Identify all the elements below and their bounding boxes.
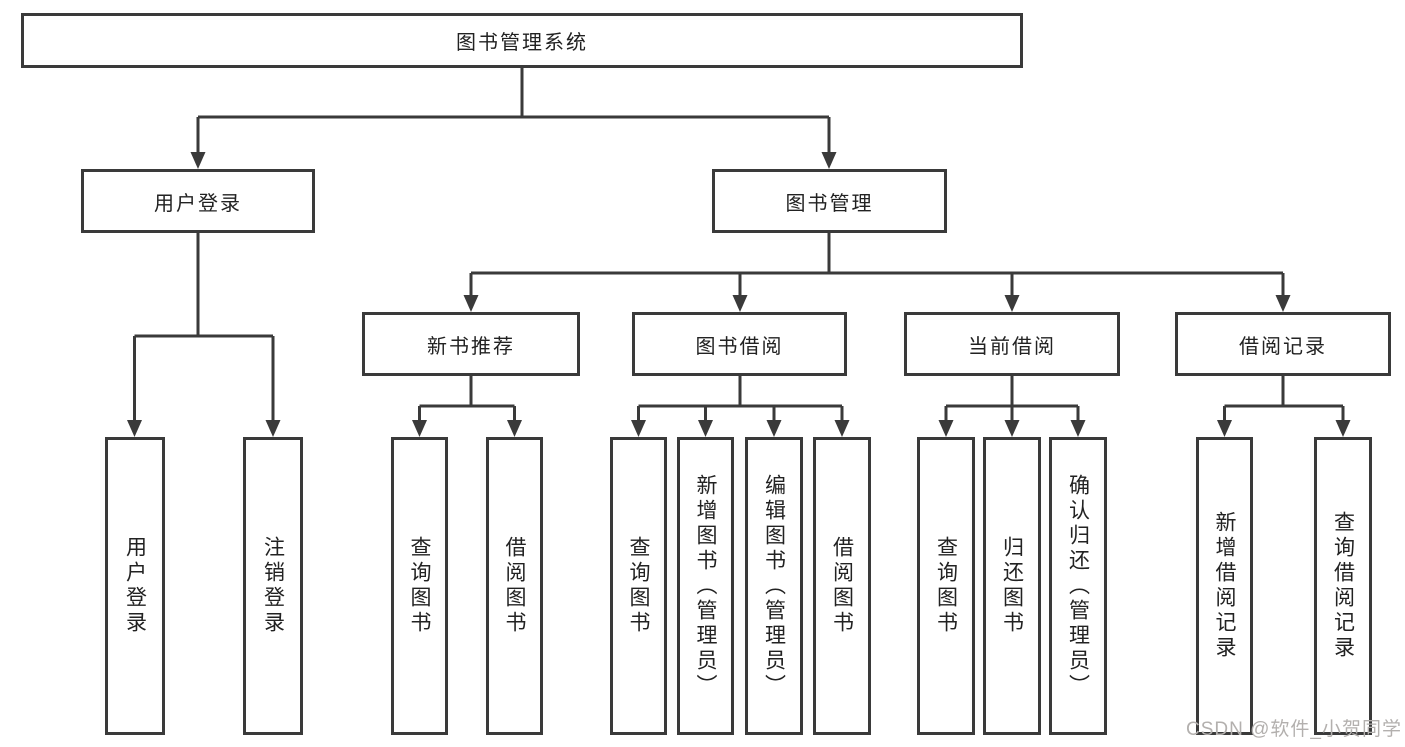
leaf-label: 借阅图书: [830, 536, 854, 636]
leaf-label: 查询图书: [627, 536, 651, 636]
leaf-label: 查询图书: [934, 536, 958, 636]
leaf-user-login: 用户登录: [105, 437, 165, 735]
node-book-management: 图书管理: [712, 169, 947, 233]
node-borrow-records: 借阅记录: [1175, 312, 1391, 376]
leaf-label: 借阅图书: [503, 536, 527, 636]
leaf-label: 注销登录: [261, 536, 285, 636]
leaf-label: 查询借阅记录: [1331, 511, 1355, 661]
leaf-borrow-books: 借阅图书: [813, 437, 871, 735]
leaf-edit-books-admin: 编辑图书（管理员）: [745, 437, 803, 735]
leaf-label: 归还图书: [1000, 536, 1024, 636]
node-new-book-recommend: 新书推荐: [362, 312, 580, 376]
leaf-add-books-admin: 新增图书（管理员）: [677, 437, 734, 735]
leaf-confirm-return-admin: 确认归还（管理员）: [1049, 437, 1107, 735]
leaf-add-borrow-record: 新增借阅记录: [1196, 437, 1253, 735]
leaf-query-borrow-record: 查询借阅记录: [1314, 437, 1372, 735]
node-current-borrow: 当前借阅: [904, 312, 1120, 376]
node-user-login: 用户登录: [81, 169, 315, 233]
node-root: 图书管理系统: [21, 13, 1023, 68]
leaf-label: 查询图书: [408, 536, 432, 636]
leaf-borrow-query-books: 查询图书: [610, 437, 667, 735]
leaf-label: 确认归还（管理员）: [1066, 473, 1090, 699]
leaf-recommend-query-books: 查询图书: [391, 437, 448, 735]
arrowheads: [127, 152, 1351, 437]
csdn-watermark: CSDN @软件_小贺同学: [1186, 719, 1402, 740]
leaf-label: 新增图书（管理员）: [694, 473, 718, 699]
leaf-current-query-books: 查询图书: [917, 437, 975, 735]
leaf-logout: 注销登录: [243, 437, 303, 735]
leaf-label: 用户登录: [123, 536, 147, 636]
leaf-recommend-borrow-books: 借阅图书: [486, 437, 543, 735]
leaf-label: 编辑图书（管理员）: [762, 473, 786, 699]
leaf-label: 新增借阅记录: [1213, 511, 1237, 661]
node-book-borrow: 图书借阅: [632, 312, 847, 376]
leaf-return-books: 归还图书: [983, 437, 1041, 735]
